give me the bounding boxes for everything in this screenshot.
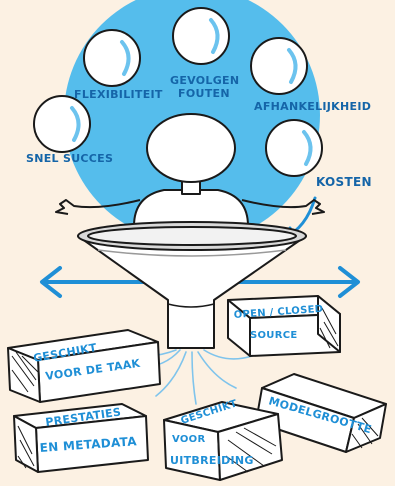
label-follow-errors-1: GEVOLGEN (170, 74, 239, 87)
label-flexibility: FLEXIBILITEIT (74, 88, 163, 101)
box-model-size (255, 373, 387, 453)
person-icon (55, 113, 325, 227)
label-extension-3: UITBREIDING (170, 454, 254, 467)
bubble-follow-errors (172, 7, 230, 65)
box-performance (13, 403, 149, 473)
label-extension-2: VOOR (172, 434, 205, 445)
funnel-icon (77, 221, 307, 349)
label-source-2: SOURCE (250, 330, 298, 341)
bubble-quick-success (33, 95, 91, 153)
label-costs: KOSTEN (316, 175, 372, 189)
box-task-fit (7, 329, 161, 403)
label-performance-2: EN METADATA (39, 434, 137, 455)
box-source (227, 295, 341, 357)
bubble-costs (265, 119, 323, 177)
bubble-flexibility (83, 29, 141, 87)
label-quick-success: SNEL SUCCES (26, 152, 113, 165)
label-follow-errors-2: FOUTEN (178, 87, 230, 100)
box-extension (163, 401, 283, 481)
bubble-dependency (250, 37, 308, 95)
label-dependency: AFHANKELIJKHEID (254, 100, 371, 113)
box-icon: GESCHIKT VOOR DE TAAK OPEN / CLOSED SOUR… (7, 295, 387, 481)
bubble-icon (33, 7, 323, 177)
